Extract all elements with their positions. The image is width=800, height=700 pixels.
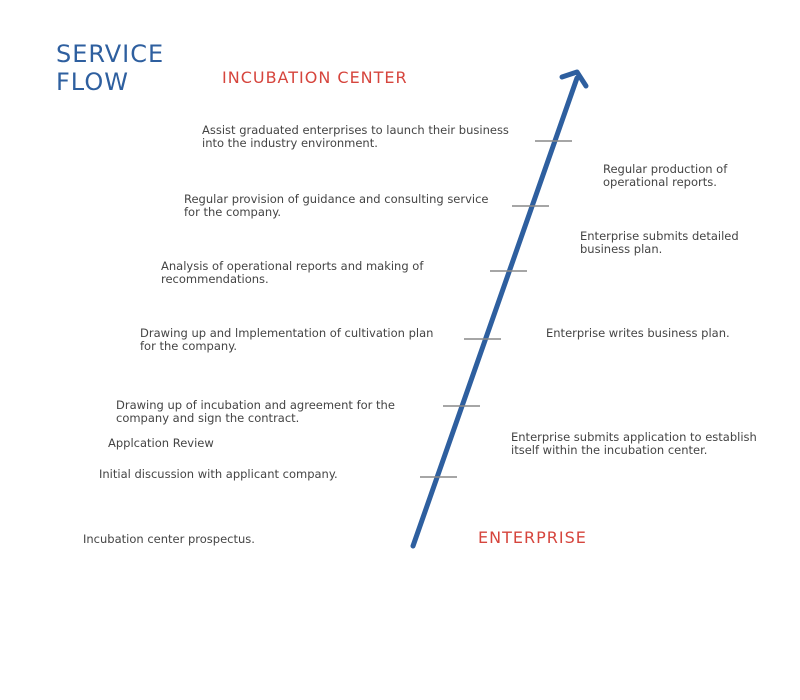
right-step-4: Enterprise submits application to establ…: [511, 430, 757, 457]
flow-arrow-shaft: [410, 75, 580, 549]
title-line-1: SERVICE: [56, 40, 165, 68]
left-step-1: Assist graduated enterprises to launch t…: [202, 123, 509, 150]
right-step-1: Regular production of operational report…: [603, 162, 728, 189]
flow-arrow-head: [559, 69, 589, 89]
left-step-3: Analysis of operational reports and maki…: [161, 259, 424, 286]
left-step-4: Drawing up and lmplementation of cultiva…: [140, 326, 434, 353]
left-step-6: Applcation Review: [108, 436, 214, 450]
left-step-7: Initial discussion with applicant compan…: [99, 467, 338, 481]
incubation-center-heading: INCUBATION CENTER: [222, 68, 408, 87]
right-step-2: Enterprise submits detailed business pla…: [580, 229, 739, 256]
diagram-title: SERVICE FLOW: [56, 40, 164, 96]
right-step-3: Enterprise writes business plan.: [546, 326, 730, 340]
left-step-8: Incubation center prospectus.: [83, 532, 255, 546]
enterprise-heading: ENTERPRISE: [478, 528, 587, 547]
left-step-5: Drawing up of incubation and agreement f…: [116, 398, 395, 425]
title-line-2: FLOW: [56, 68, 129, 96]
left-step-2: Regular provision of guidance and consul…: [184, 192, 489, 219]
